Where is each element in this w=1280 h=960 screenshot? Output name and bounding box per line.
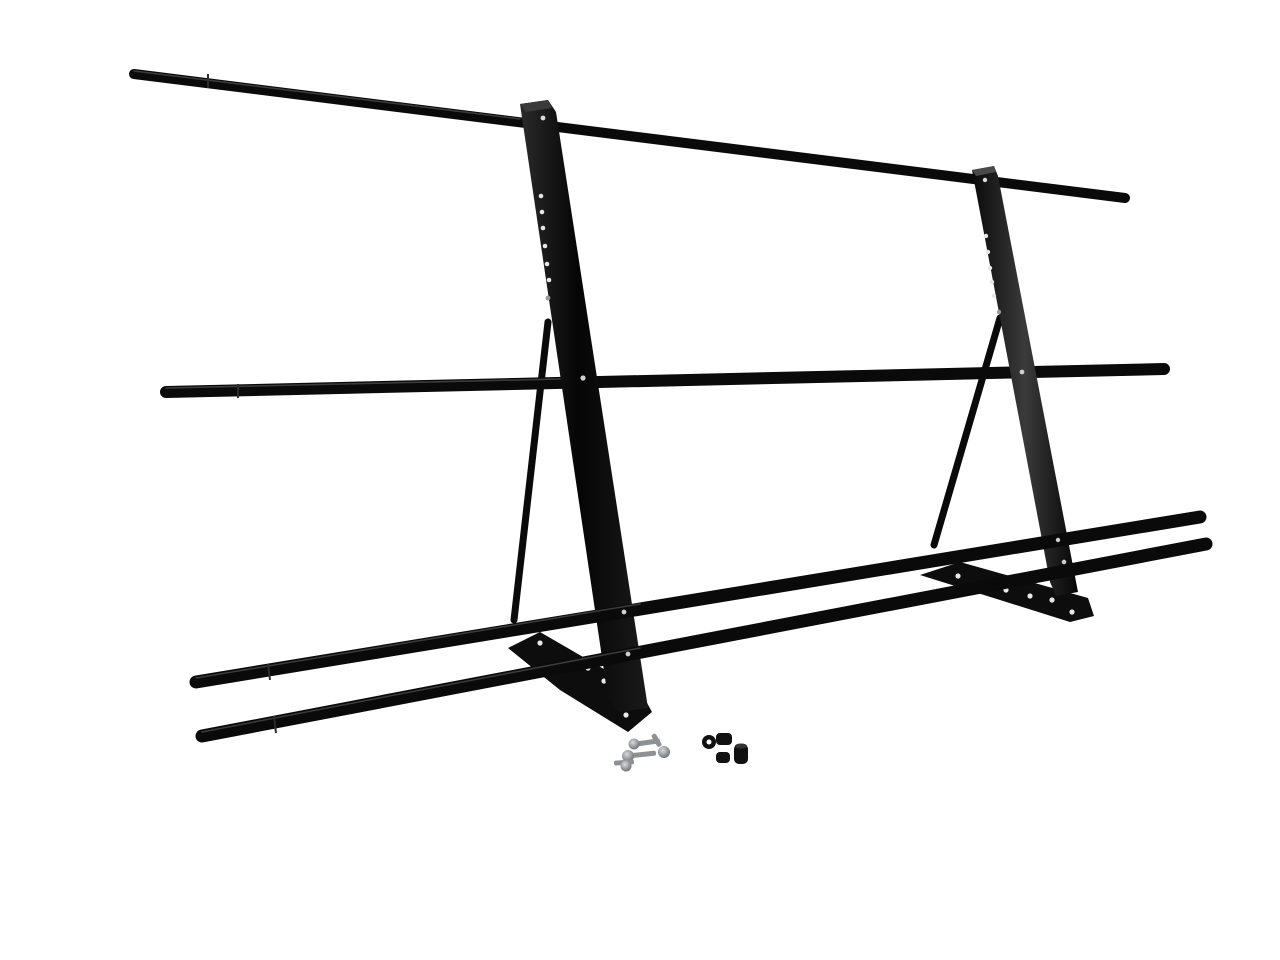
brace-right	[930, 314, 1004, 549]
brace-left	[510, 318, 552, 624]
top-rail	[129, 69, 1130, 203]
bolt-1	[628, 738, 661, 750]
middle-rail	[160, 363, 1170, 398]
bolt-3	[651, 733, 670, 758]
post-right	[972, 166, 1078, 596]
spacers-hardware	[702, 733, 748, 764]
post-left	[520, 100, 648, 712]
bolt-4	[614, 759, 635, 772]
bottom-rail-lower	[195, 537, 1213, 743]
bolt-2	[622, 750, 657, 762]
bolts-hardware	[614, 733, 670, 772]
bottom-rail-upper	[189, 510, 1207, 689]
